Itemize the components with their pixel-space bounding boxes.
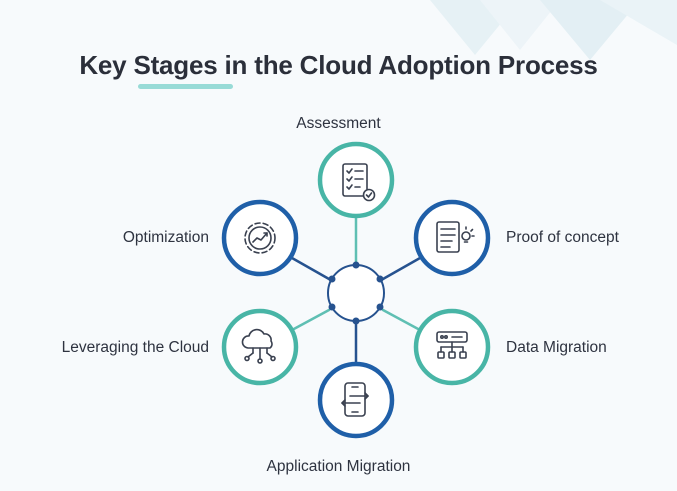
stage-label-optimization: Optimization: [122, 229, 209, 246]
document-bulb-icon: [436, 221, 475, 253]
connector-optimization: [290, 256, 331, 281]
stage-node-optimization: [221, 199, 299, 277]
connector-data-migration: [381, 308, 422, 332]
stage-label-assessment: Assessment: [296, 115, 381, 132]
title-text: Key Stages in the Cloud Adoption Process: [79, 50, 598, 80]
cloud-network-icon: [241, 328, 276, 364]
title-underline: [138, 84, 233, 89]
connector-lines: [290, 216, 422, 374]
stage-node-leveraging-the-cloud: [221, 308, 299, 386]
page-title: Key Stages in the Cloud Adoption Process: [0, 50, 677, 89]
gear-chart-icon: [244, 222, 276, 254]
central-hub: [327, 261, 385, 325]
stage-node-application-migration: [317, 361, 395, 439]
stage-node-assessment: [317, 141, 395, 219]
stage-node-proof-of-concept: [413, 199, 491, 277]
server-network-icon: [436, 331, 468, 359]
stage-label-data-migration: Data Migration: [506, 339, 607, 356]
stage-label-leveraging-the-cloud: Leveraging the Cloud: [61, 339, 209, 356]
phone-transfer-icon: [341, 382, 369, 417]
checklist-icon: [342, 163, 376, 202]
connector-leveraging-the-cloud: [290, 308, 331, 332]
connector-proof-of-concept: [381, 256, 422, 281]
stage-node-data-migration: [413, 308, 491, 386]
stage-label-proof-of-concept: Proof of concept: [506, 229, 619, 246]
stage-label-application-migration: Application Migration: [266, 458, 411, 475]
